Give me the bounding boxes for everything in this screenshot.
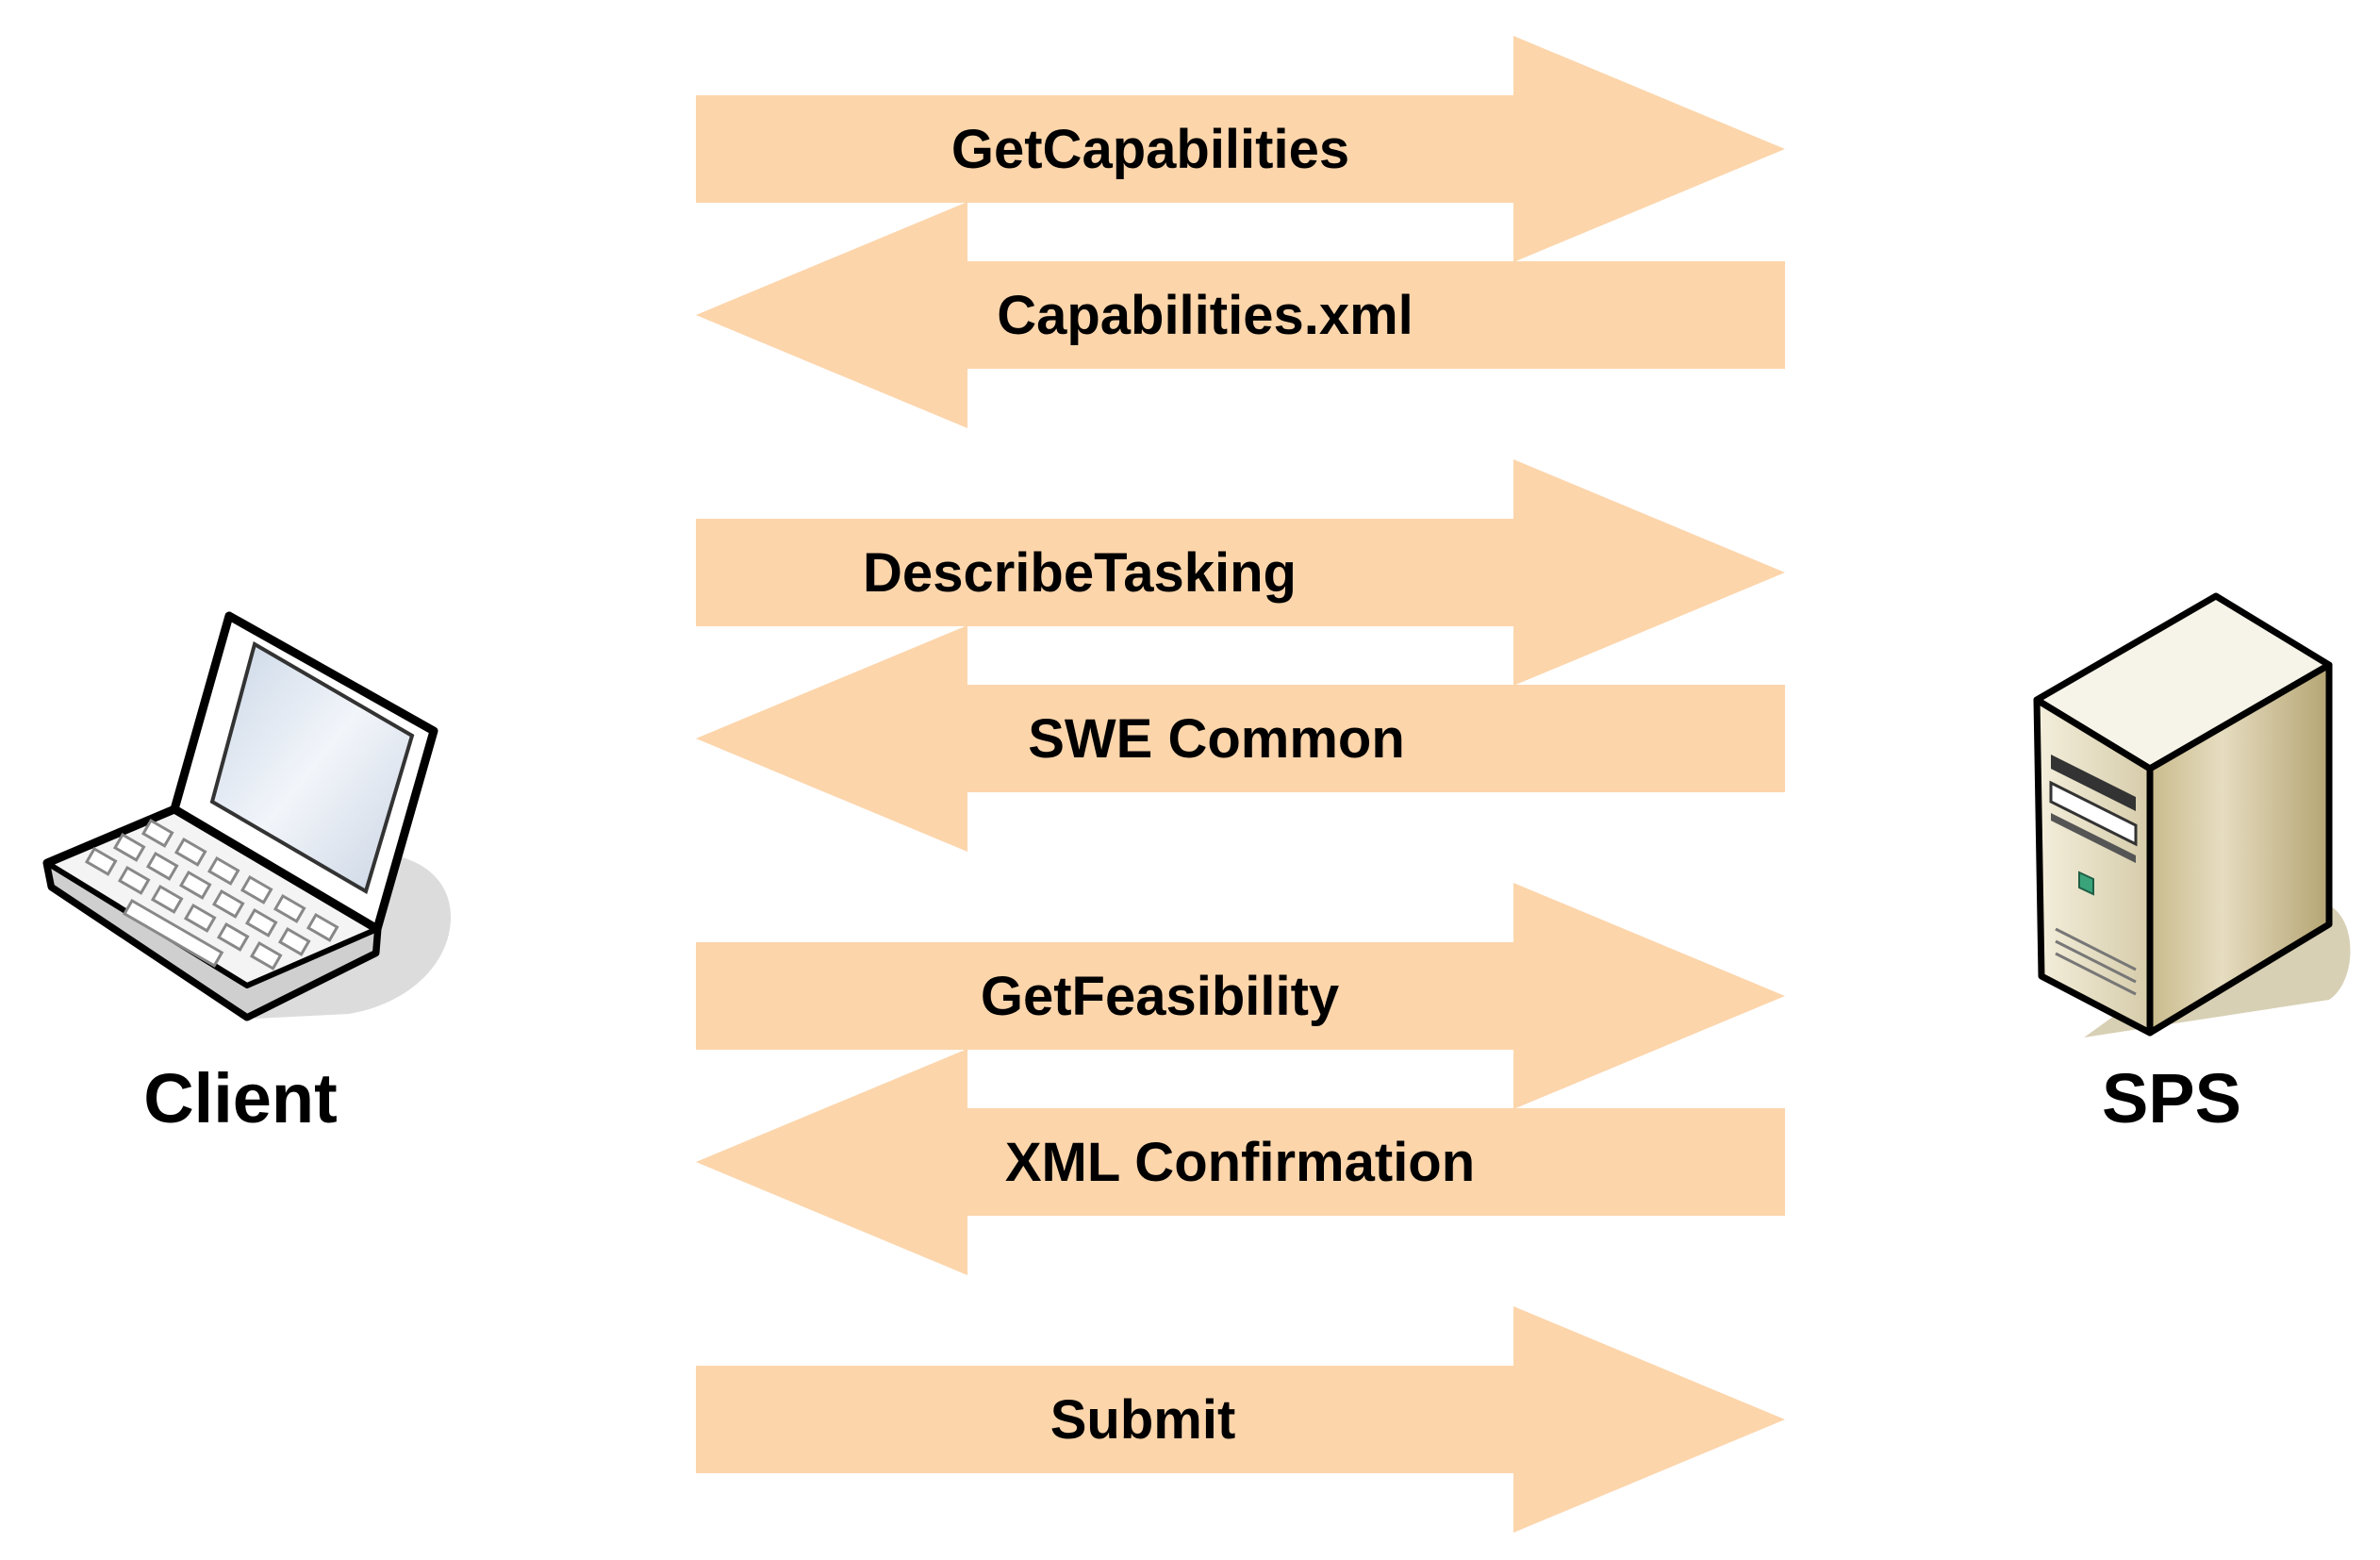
message-label: Capabilities.xml: [997, 285, 1413, 346]
client-label: Client: [143, 1059, 338, 1137]
message-arrow-1-request: [696, 36, 1785, 262]
laptop-icon: [42, 611, 452, 1021]
message-label: SWE Common: [1028, 708, 1405, 770]
message-label: GetCapabilities: [951, 119, 1349, 180]
message-arrow-7-request: [696, 1306, 1785, 1533]
message-arrow-3-request: [696, 459, 1785, 686]
message-arrows: GetCapabilitiesCapabilities.xmlDescribeT…: [696, 36, 1785, 1533]
message-label: DescribeTasking: [863, 542, 1297, 604]
message-label: GetFeasibility: [981, 966, 1339, 1027]
message-arrow-6-response: [696, 1049, 1785, 1275]
sps-label: SPS: [2102, 1059, 2241, 1137]
message-label: Submit: [1050, 1389, 1236, 1451]
server-tower-icon: [2033, 592, 2351, 1037]
message-arrow-5-request: [696, 883, 1785, 1109]
message-arrow-4-response: [696, 625, 1785, 852]
message-arrow-2-response: [696, 202, 1785, 428]
message-label: XML Confirmation: [1005, 1132, 1475, 1193]
